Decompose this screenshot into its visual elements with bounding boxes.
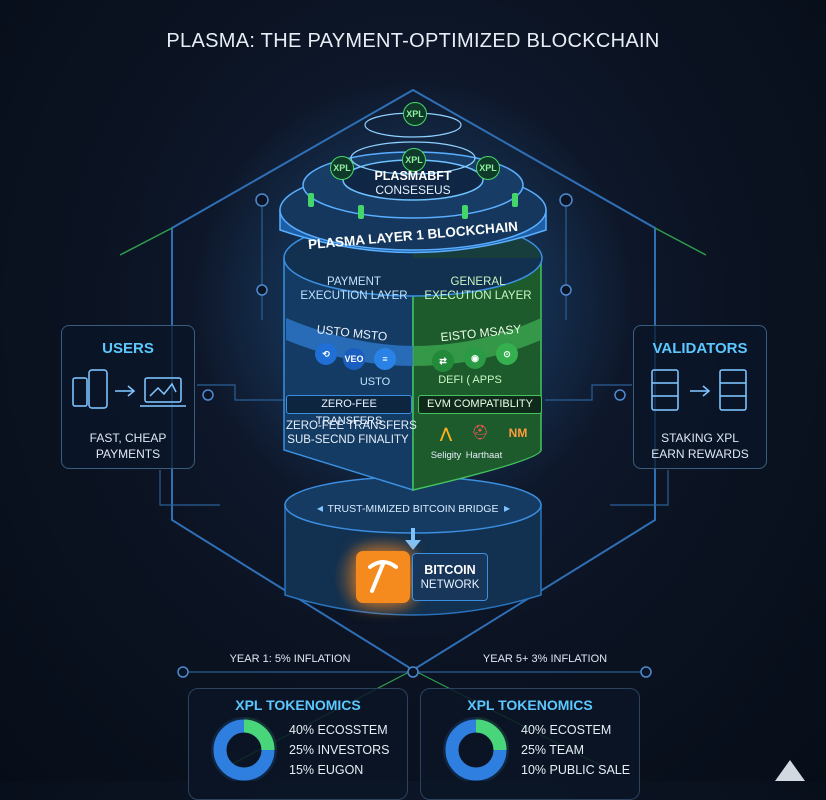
inflation-left: YEAR 1: 5% INFLATION — [229, 653, 351, 665]
tokenomics-title-right: XPL TOKENOMICS — [467, 697, 593, 713]
circuit-nodes — [177, 193, 652, 678]
tokenomics-left-line-3: 15% EUGON — [289, 763, 364, 777]
validators-caption-1: STAKING XPL — [661, 431, 739, 445]
defi-app-icon-1: ⇄ — [432, 350, 454, 372]
validators-servers-icon-overlay — [651, 369, 747, 411]
defi-app-icon-3: ⊙ — [496, 343, 518, 365]
pickaxe-icon — [368, 560, 398, 593]
xpl-badge-left: XPL — [330, 156, 354, 180]
frame-accent-right — [654, 227, 707, 256]
general-bottom-label: DEFI ( APPS — [438, 374, 502, 386]
payment-bottom-label: USTO — [359, 376, 391, 388]
hardhat-logo-icon: ⛑ — [471, 424, 489, 440]
payment-feature-2: SUB-SECND FINALITY — [287, 434, 409, 446]
validators-panel: VALIDATORS STAKING XPL EARN REWARDS — [633, 325, 767, 469]
tokenomics-right-line-2: 25% TEAM — [521, 743, 584, 757]
foundry-logo-icon: NM — [508, 426, 528, 440]
bridge-arrow-left-icon: ◂ — [316, 501, 324, 515]
bridge-label: TRUST-MIMIZED BITCOIN BRIDGE — [327, 503, 499, 515]
stablecoin-icon-2: VEO — [343, 348, 365, 370]
tokenomics-left-line-2: 25% INVESTORS — [289, 743, 390, 757]
payment-title-2: EXECUTION LAYER — [300, 290, 408, 302]
xpl-badge-right: XPL — [476, 156, 500, 180]
bitcoin-logo-icon — [356, 551, 410, 603]
validators-title: VALIDATORS — [652, 340, 748, 357]
users-devices-icon-overlay — [72, 369, 186, 409]
tool-label-1: Seligity — [430, 450, 462, 461]
consensus-disks — [302, 112, 524, 219]
tokenomics-right-line-3: 10% PUBLIC SALE — [521, 763, 631, 777]
donut-layer — [213, 719, 805, 781]
validators-caption-2: EARN REWARDS — [651, 447, 749, 461]
general-title-2: EXECUTION LAYER — [424, 290, 532, 302]
bitcoin-label-1: BITCOIN — [424, 563, 476, 577]
general-title-1: GENERAL — [450, 276, 506, 288]
frame-accent-left — [119, 227, 173, 256]
users-title: USERS — [102, 340, 154, 357]
users-caption-1: FAST, CHEAP — [89, 431, 167, 445]
consensus-label-1: PLASMABFT — [374, 169, 452, 183]
bitcoin-label-2: NETWORK — [420, 579, 480, 591]
page-title: PLASMA: THE PAYMENT-OPTIMIZED BLOCKCHAIN — [166, 30, 660, 52]
xpl-badge-top: XPL — [403, 102, 427, 126]
side-icons-layer — [72, 369, 747, 411]
payment-title-1: PAYMENT — [327, 276, 381, 288]
payment-feature-1: ZERO-FEE TRANSFERS — [286, 420, 417, 432]
bitcoin-network-panel: BITCOIN NETWORK — [412, 553, 488, 601]
stablecoin-icon-1: ⟲ — [315, 343, 337, 365]
general-feature-bar: EVM COMPATIBLITY — [418, 395, 542, 414]
payment-feature-bar: ZERO-FEE TRANSFERS — [286, 395, 412, 427]
users-panel: USERS FAST, CHEAP PAYMENTS — [61, 325, 195, 469]
donut-left — [213, 719, 275, 781]
tokenomics-title-left: XPL TOKENOMICS — [235, 697, 361, 713]
solidity-logo-icon: ⋀ — [440, 425, 452, 441]
donut-right — [445, 719, 507, 781]
consensus-label-2: CONSESEUS — [375, 183, 451, 197]
xpl-badge-center: XPL — [402, 148, 426, 172]
stablecoin-icon-3: ≡ — [374, 348, 396, 370]
defi-app-icon-2: ◉ — [464, 347, 486, 369]
tokenomics-left-line-1: 40% ECOSSTEM — [289, 723, 388, 737]
tokenomics-right-line-1: 40% ECOSTEM — [521, 723, 612, 737]
inflation-right: YEAR 5+ 3% INFLATION — [482, 653, 608, 665]
tool-label-2: Harthaat — [465, 450, 503, 461]
bridge-arrow-right-icon: ▸ — [503, 501, 511, 515]
users-caption-2: PAYMENTS — [95, 447, 161, 461]
corner-sparkle-icon — [775, 760, 805, 781]
